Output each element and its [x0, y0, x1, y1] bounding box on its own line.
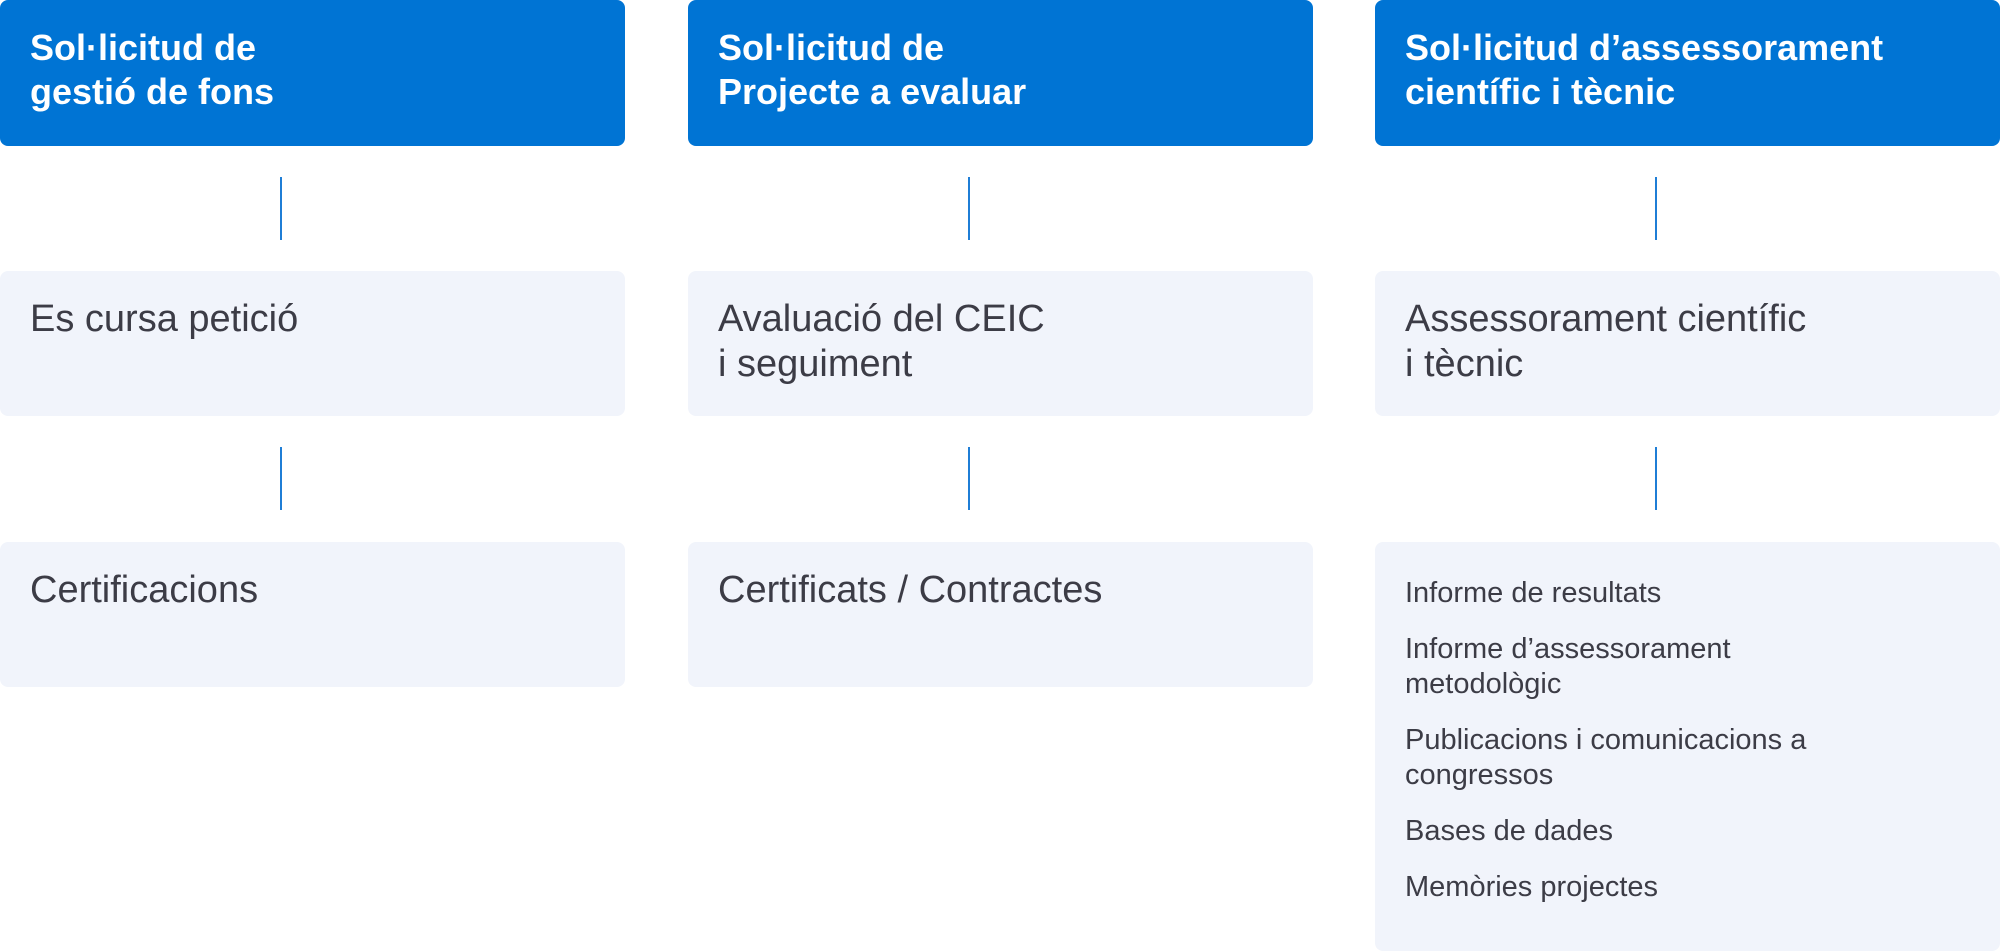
step-line: i tècnic: [1405, 343, 1524, 385]
header-line: Sol·licitud d’assessorament: [1405, 27, 1884, 68]
outputs-list: Informe de resultats Informe d’assessora…: [1405, 576, 1970, 905]
result-line: Certificats / Contractes: [718, 569, 1103, 611]
header-line: Sol·licitud de: [30, 27, 257, 68]
result-box-certifications: Certificacions: [0, 542, 625, 687]
header-fund-management-request: Sol·licitud de gestió de fons: [0, 0, 625, 146]
header-line: Sol·licitud de: [718, 27, 945, 68]
result-line: Certificacions: [30, 569, 259, 611]
step-line: Assessorament científic: [1405, 298, 1807, 340]
result-box-certificates-contracts: Certificats / Contractes: [688, 542, 1313, 687]
header-line: gestió de fons: [30, 71, 275, 112]
list-item: Publicacions i comunicacions a congresso…: [1405, 723, 1970, 793]
step-box-ceic-evaluation: Avaluació del CEIC i seguiment: [688, 271, 1313, 416]
header-project-evaluation-request: Sol·licitud de Projecte a evaluar: [688, 0, 1313, 146]
header-line: científic i tècnic: [1405, 71, 1676, 112]
step-line: Avaluació del CEIC: [718, 298, 1045, 340]
header-line: Projecte a evaluar: [718, 71, 1027, 112]
list-item: Bases de dades: [1405, 814, 1970, 849]
result-box-outputs: Informe de resultats Informe d’assessora…: [1375, 542, 2000, 951]
connector-line: [968, 447, 970, 510]
connector-line: [280, 447, 282, 510]
list-item: Informe de resultats: [1405, 576, 1970, 611]
output-line: Memòries projectes: [1405, 871, 1659, 903]
step-box-scientific-advice: Assessorament científic i tècnic: [1375, 271, 2000, 416]
connector-line: [968, 177, 970, 240]
step-line: i seguiment: [718, 343, 913, 385]
step-line: Es cursa petició: [30, 298, 299, 340]
connector-line: [1655, 447, 1657, 510]
connector-line: [280, 177, 282, 240]
list-item: Memòries projectes: [1405, 870, 1970, 905]
output-line: metodològic: [1405, 668, 1562, 700]
output-line: Bases de dades: [1405, 815, 1613, 847]
header-scientific-advice-request: Sol·licitud d’assessorament científic i …: [1375, 0, 2000, 146]
step-box-petition: Es cursa petició: [0, 271, 625, 416]
output-line: Informe de resultats: [1405, 577, 1662, 609]
output-line: congressos: [1405, 759, 1554, 791]
output-line: Informe d’assessorament: [1405, 633, 1731, 665]
output-line: Publicacions i comunicacions a: [1405, 724, 1807, 756]
connector-line: [1655, 177, 1657, 240]
list-item: Informe d’assessorament metodològic: [1405, 632, 1970, 702]
